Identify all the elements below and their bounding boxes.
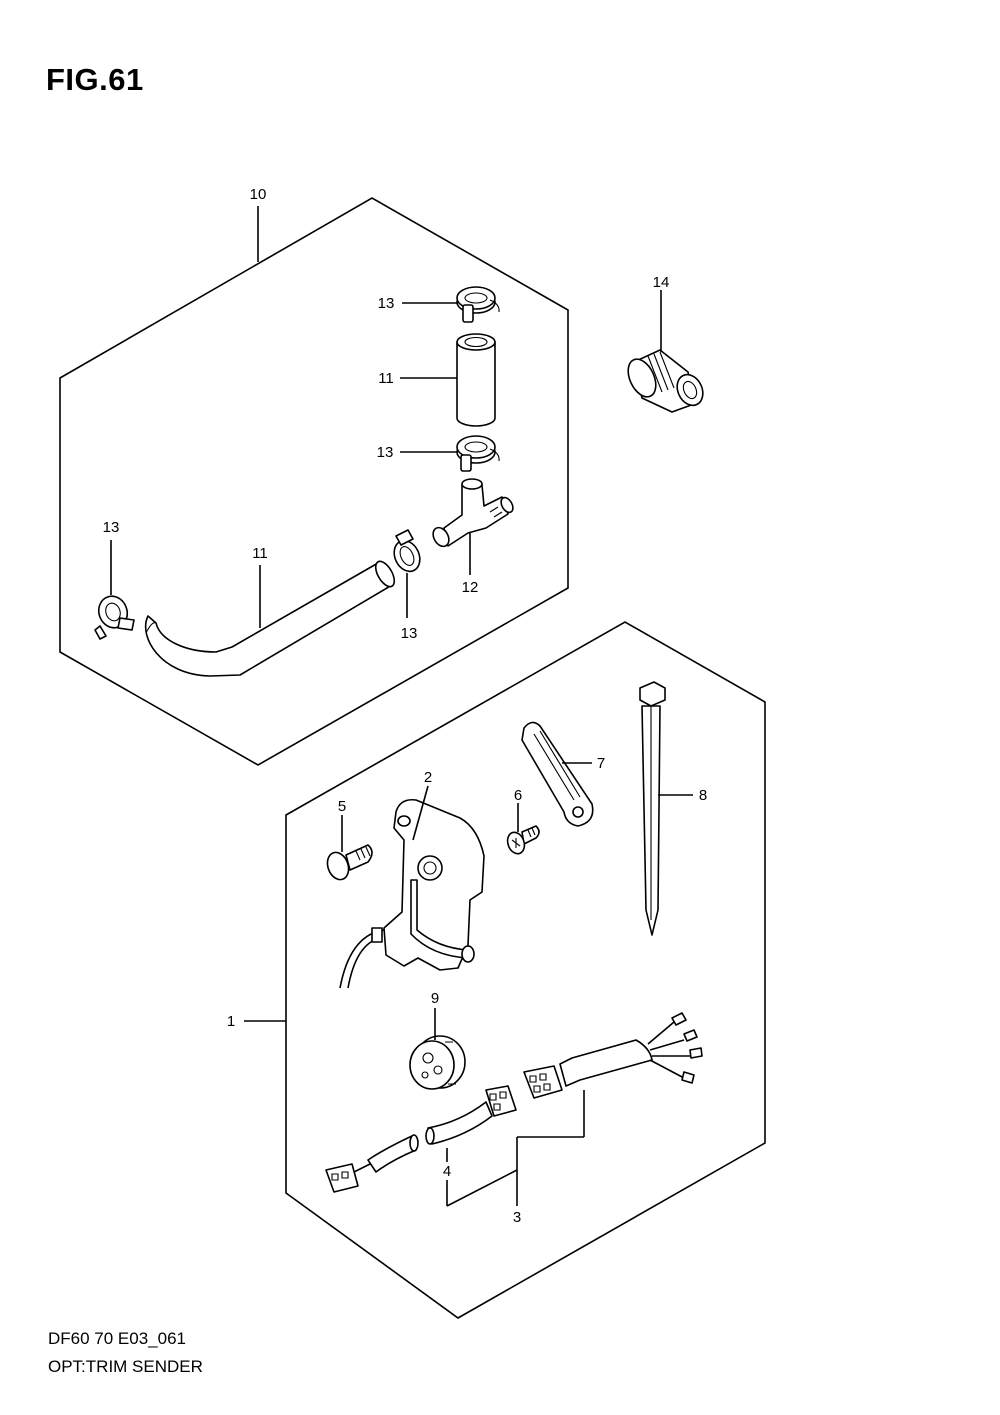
- callout-9: 9: [431, 990, 439, 1007]
- cable-tie-8: [639, 681, 666, 936]
- callout-12: 12: [462, 579, 479, 596]
- leader-3-bracket: [446, 1169, 518, 1207]
- callout-2: 2: [424, 769, 432, 786]
- callout-1: 1: [227, 1013, 235, 1030]
- callout-13-lower-right: 13: [401, 625, 418, 642]
- wire-harness-3: [523, 1012, 703, 1099]
- hose-clamp-middle: [456, 435, 500, 472]
- callout-13-top: 13: [378, 295, 395, 312]
- figure-title: FIG.61: [46, 62, 144, 97]
- hose-11-bent: [144, 560, 396, 677]
- trim-sender-2: [339, 798, 485, 989]
- callout-10: 10: [250, 186, 267, 203]
- model-code: DF60 70 E03_061: [48, 1329, 186, 1348]
- hose-11-straight: [456, 333, 496, 427]
- callout-8: 8: [699, 787, 707, 804]
- callout-5: 5: [338, 798, 346, 815]
- section-title: OPT:TRIM SENDER: [48, 1357, 203, 1376]
- grommet-9: [409, 1035, 466, 1090]
- group-1-outline: [285, 621, 766, 1319]
- callout-4: 4: [443, 1163, 451, 1180]
- leader-2: [412, 785, 429, 841]
- bolt-5: [326, 844, 373, 881]
- hose-clamp-top: [456, 286, 500, 323]
- hose-clamp-left: [94, 595, 135, 640]
- callout-11-top: 11: [378, 370, 394, 387]
- plug-14: [627, 349, 704, 413]
- callout-3: 3: [513, 1209, 521, 1226]
- callout-14: 14: [653, 274, 670, 291]
- hose-clamp-lower-right: [393, 529, 421, 573]
- callout-13-middle: 13: [377, 444, 394, 461]
- bracket-7: [521, 721, 594, 827]
- callout-7: 7: [597, 755, 605, 772]
- group-10-outline: [59, 197, 569, 766]
- t-joint-12: [432, 478, 514, 548]
- callout-13-left: 13: [103, 519, 120, 536]
- callout-6: 6: [514, 787, 522, 804]
- callout-11-bottom: 11: [252, 545, 268, 562]
- wire-harness-4: [325, 1085, 517, 1193]
- screw-6: [506, 825, 540, 855]
